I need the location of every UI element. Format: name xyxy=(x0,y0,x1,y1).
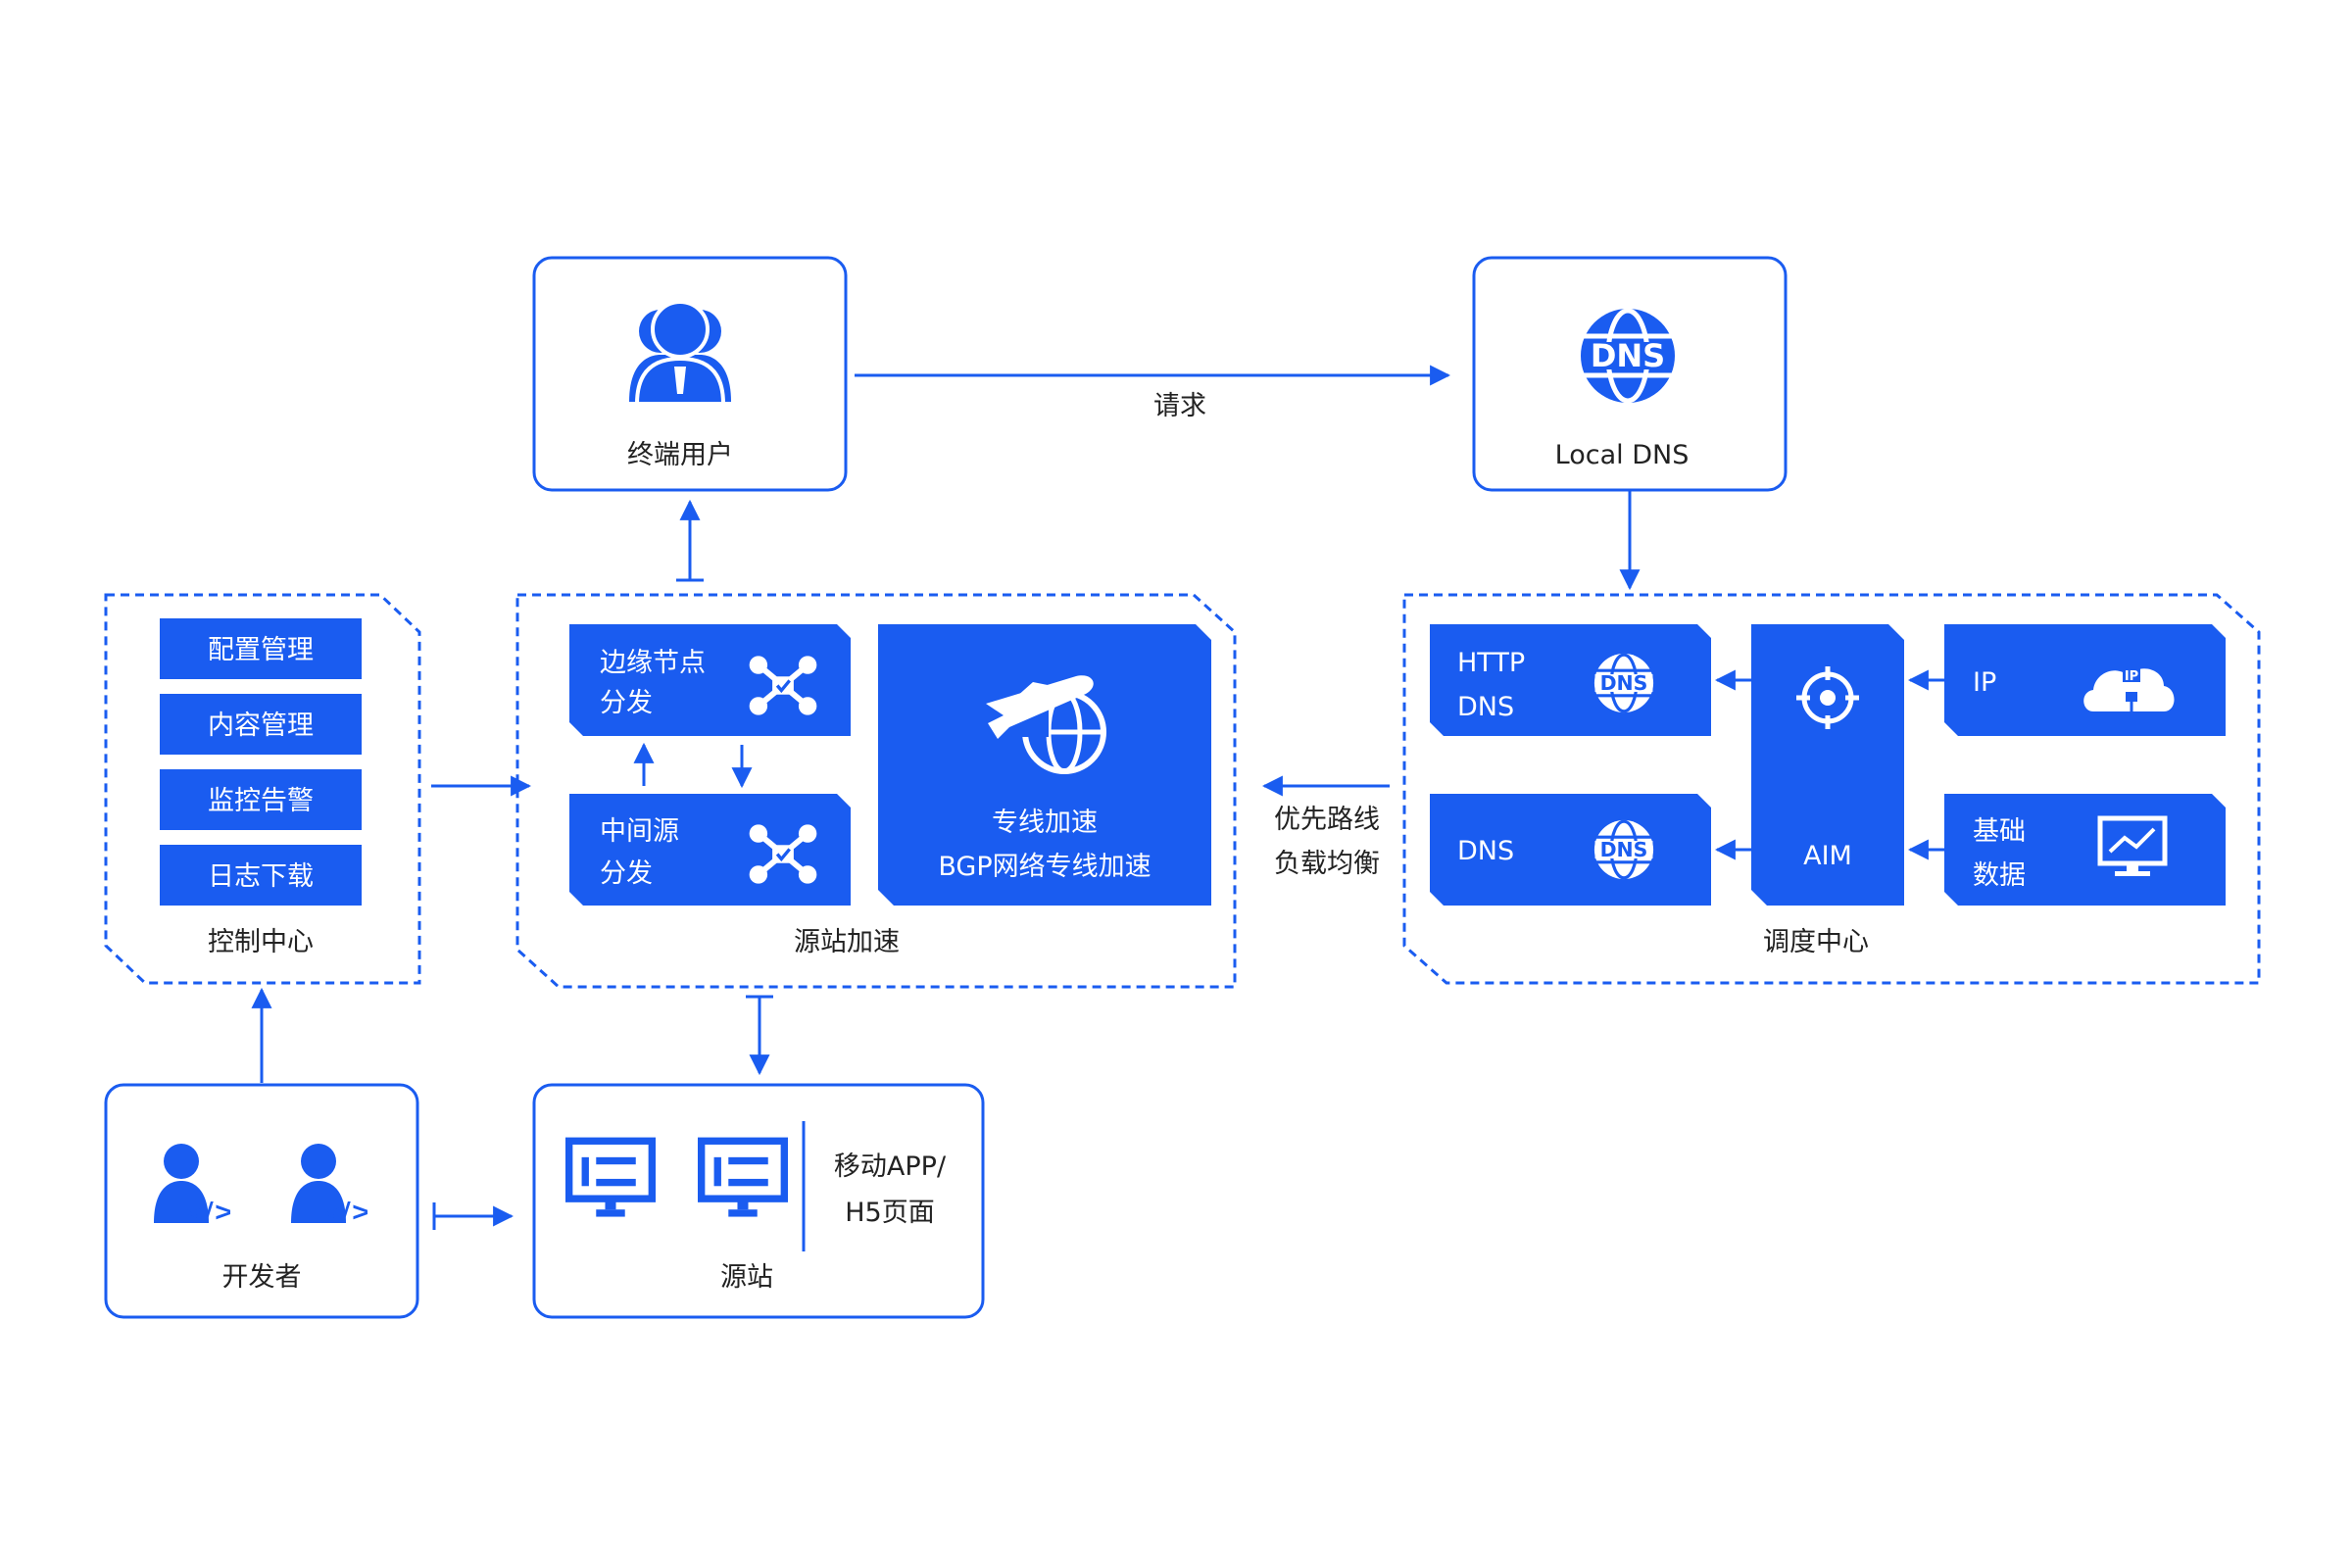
users-icon xyxy=(629,300,731,406)
accel-to-user-arrow xyxy=(676,499,704,582)
ip-label: IP xyxy=(1973,667,1996,698)
dedicated-line2: BGP网络专线加速 xyxy=(938,852,1151,882)
aim-card: AIM xyxy=(1751,624,1904,906)
mid-origin-line1: 中间源 xyxy=(600,816,679,847)
ip-cloud-icon: IP xyxy=(2083,666,2175,711)
route-label-line2: 负载均衡 xyxy=(1274,849,1380,879)
base-data-card: 基础 数据 xyxy=(1944,794,2226,906)
request-label: 请求 xyxy=(1153,391,1206,421)
http-dns-card: HTTP DNS xyxy=(1430,624,1711,736)
route-label-line1: 优先路线 xyxy=(1274,805,1380,835)
control-item-monitor[interactable]: 监控告警 xyxy=(160,769,362,830)
developer-label: 开发者 xyxy=(222,1262,302,1293)
scheduling-center-title: 调度中心 xyxy=(1763,927,1869,957)
http-dns-line2: DNS xyxy=(1457,692,1514,722)
accel-to-origin-arrow xyxy=(746,995,773,1076)
origin-accel-title: 源站加速 xyxy=(794,927,900,957)
control-item-config[interactable]: 配置管理 xyxy=(160,618,362,679)
end-user-label: 终端用户 xyxy=(627,440,733,470)
developer-to-origin-arrow xyxy=(432,1202,514,1230)
dedicated-line1: 专线加速 xyxy=(992,808,1098,838)
http-dns-line1: HTTP xyxy=(1457,648,1525,678)
dedicated-line-card: 专线加速 BGP网络专线加速 xyxy=(878,624,1211,906)
control-item-content[interactable]: 内容管理 xyxy=(160,694,362,755)
base-data-line1: 基础 xyxy=(1973,816,2026,847)
edge-node-line1: 边缘节点 xyxy=(600,648,706,678)
svg-text:IP: IP xyxy=(2125,669,2138,684)
control-item-content-label: 内容管理 xyxy=(208,710,314,741)
control-item-config-label: 配置管理 xyxy=(208,635,314,665)
base-data-line2: 数据 xyxy=(1973,860,2026,891)
origin-side-line1: 移动APP/ xyxy=(834,1152,947,1182)
monitor-chart-icon xyxy=(2097,815,2168,876)
end-user-box: 终端用户 xyxy=(532,256,848,492)
mid-origin-card: 中间源 分发 xyxy=(569,794,851,906)
scheduling-center-group: HTTP DNS DNS AIM IP xyxy=(1402,593,2261,985)
dns-globe-icon xyxy=(1592,652,1655,714)
origin-box: 移动APP/ H5页面 源站 xyxy=(532,1083,985,1319)
control-item-logs-label: 日志下载 xyxy=(208,861,314,892)
dns-card: DNS xyxy=(1430,794,1711,906)
dns-card-label: DNS xyxy=(1457,836,1514,866)
developer-box: 开发者 xyxy=(104,1083,419,1319)
mid-origin-line2: 分发 xyxy=(600,858,653,889)
control-item-logs[interactable]: 日志下载 xyxy=(160,845,362,906)
origin-accel-group: 边缘节点 分发 中间源 分发 专线加速 BGP网络专线加速 源站加速 xyxy=(515,593,1237,989)
control-center-title: 控制中心 xyxy=(208,927,314,957)
target-icon xyxy=(1796,666,1859,729)
local-dns-label: Local DNS xyxy=(1555,440,1690,470)
aim-label: AIM xyxy=(1803,841,1852,871)
dns-globe-icon xyxy=(1581,309,1675,403)
plane-globe-icon xyxy=(980,675,1106,774)
origin-label: 源站 xyxy=(720,1262,773,1293)
edge-node-line2: 分发 xyxy=(600,688,653,718)
control-item-monitor-label: 监控告警 xyxy=(208,786,314,816)
local-dns-box: Local DNS xyxy=(1472,256,1788,492)
edge-node-card: 边缘节点 分发 xyxy=(569,624,851,736)
origin-side-line2: H5页面 xyxy=(845,1198,934,1228)
dns-globe-icon xyxy=(1592,818,1655,881)
control-center-group: 配置管理 内容管理 监控告警 日志下载 控制中心 xyxy=(104,593,421,985)
ip-card: IP IP xyxy=(1944,624,2226,736)
